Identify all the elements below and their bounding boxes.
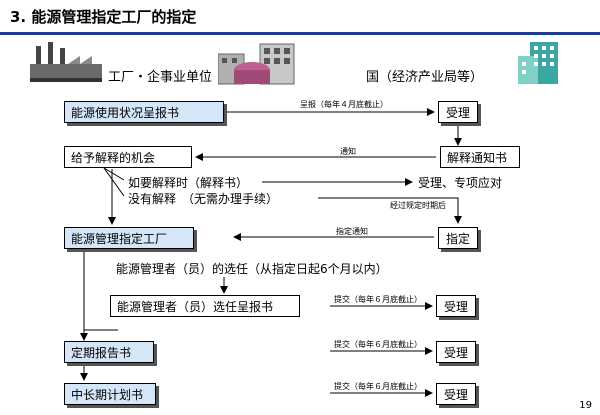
box-manager-report: 能源管理者（员）选任呈报书: [110, 295, 300, 317]
label-submit-periodic: 提交（每年６月底截止）: [334, 340, 422, 349]
factory-icon: [30, 42, 102, 82]
text-no-explain: 没有解释 （无需办理手续）: [128, 192, 279, 206]
branch-no-explain: [103, 167, 125, 197]
label-submit-report: 呈报（每年４月底截止）: [300, 100, 388, 109]
actor-government: 国（经济产业局等）: [366, 70, 484, 85]
box-energy-usage-report: 能源使用状况呈报书: [64, 101, 224, 123]
box-give-chance: 给予解释的机会: [64, 146, 192, 168]
label-after-period: 经过规定时期后: [390, 201, 446, 210]
text-if-explain: 如要解释时（解释书）: [128, 176, 249, 190]
label-submit-manager: 提交（每年６月底截止）: [334, 295, 422, 304]
actor-company: 工厂・企事业单位: [108, 70, 213, 85]
label-notify: 通知: [340, 147, 356, 156]
box-accept-2: 受理: [436, 295, 476, 317]
government-building-icon: [518, 42, 558, 84]
office-building-icon: [218, 43, 295, 85]
box-periodic-report: 定期报告书: [64, 341, 154, 363]
text-accept-special: 受理、专项应对: [418, 176, 503, 190]
box-long-term-plan: 中长期计划书: [64, 383, 156, 405]
arrow-after-period: [318, 197, 462, 224]
box-designate: 指定: [438, 227, 478, 249]
arrow-trunk-periodic: [83, 251, 118, 331]
box-accept-1: 受理: [438, 101, 478, 123]
label-designate-notify: 指定通知: [336, 227, 368, 236]
page-number: 19: [579, 400, 592, 411]
title-rule: [0, 32, 600, 35]
box-accept-3: 受理: [436, 341, 476, 363]
box-explain-notice: 解释通知书: [440, 146, 520, 168]
box-designated-factory: 能源管理指定工厂: [64, 227, 194, 249]
label-submit-plan: 提交（每年６月底截止）: [334, 382, 422, 391]
branch-explain: [103, 167, 125, 181]
text-manager-select: 能源管理者（员）的选任（从指定日起6个月以内）: [116, 262, 388, 276]
page-title: 3. 能源管理指定工厂的指定: [10, 8, 197, 26]
box-accept-4: 受理: [436, 383, 476, 405]
